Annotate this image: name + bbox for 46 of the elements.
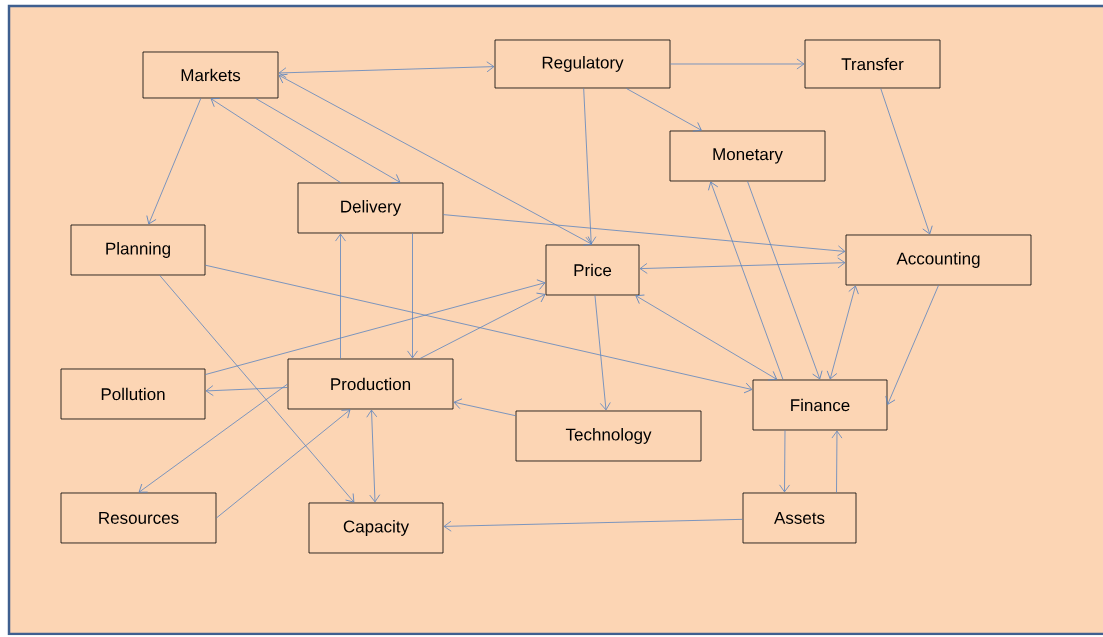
arrow <box>453 398 516 417</box>
arrow <box>278 61 495 79</box>
label-box: Finance <box>752 379 888 431</box>
arrow <box>407 233 418 359</box>
arrow <box>443 518 743 532</box>
label-box: Delivery <box>297 182 444 234</box>
arrow <box>205 264 753 394</box>
label-box: Markets <box>142 51 279 99</box>
arrow <box>335 233 346 359</box>
label-box: Price <box>545 244 640 296</box>
arrow <box>159 275 355 503</box>
arrow <box>138 383 288 493</box>
arrow <box>594 295 611 411</box>
arrow <box>366 409 381 503</box>
label-box: Technology <box>515 410 702 462</box>
arrow <box>880 88 933 235</box>
arrow <box>826 285 859 380</box>
label-box: Capacity <box>308 502 444 554</box>
arrow <box>747 181 823 380</box>
arrow <box>443 214 846 257</box>
arrow <box>205 385 288 396</box>
arrow <box>708 181 784 380</box>
arrow <box>583 88 597 245</box>
arrow <box>210 97 341 183</box>
label-box: Regulatory <box>494 39 671 89</box>
label-box: Production <box>287 358 454 410</box>
label-box: Monetary <box>669 130 826 182</box>
arrow <box>831 430 843 493</box>
arrow <box>639 257 846 274</box>
arrow <box>885 285 939 405</box>
label-box: Transfer <box>804 39 941 89</box>
arrow <box>419 292 546 359</box>
label-box: Assets <box>742 492 857 544</box>
arrow <box>625 88 702 132</box>
arrow <box>255 98 401 184</box>
arrow <box>779 430 790 493</box>
label-box: Resources <box>60 492 217 544</box>
arrow <box>205 279 546 375</box>
arrow <box>670 58 805 70</box>
label-box: Accounting <box>845 234 1032 286</box>
label-box: Planning <box>70 224 206 276</box>
label-box: Pollution <box>60 368 206 420</box>
arrow <box>146 98 202 225</box>
arrow <box>635 294 778 381</box>
arrow <box>216 409 351 519</box>
arrow <box>278 73 593 246</box>
